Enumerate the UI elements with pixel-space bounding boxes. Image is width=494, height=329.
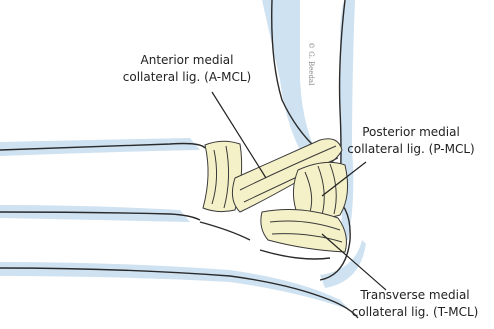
label-posterior-mcl: Posterior medial collateral lig. (P-MCL) — [336, 124, 486, 158]
label-tmcl-line2: collateral lig. (T-MCL) — [340, 304, 490, 321]
label-amcl-line2: collateral lig. (A-MCL) — [112, 69, 262, 86]
label-pmcl-line1: Posterior medial — [336, 124, 486, 141]
label-tmcl-line1: Transverse medial — [340, 287, 490, 304]
copyright-notice: © G. Beedal — [307, 42, 315, 85]
label-pmcl-line2: collateral lig. (P-MCL) — [336, 141, 486, 158]
radial-head-contour — [200, 222, 250, 240]
posterior-mcl-fan — [293, 162, 347, 217]
coronoid-contour — [260, 250, 330, 259]
ligaments — [203, 139, 348, 252]
label-anterior-mcl: Anterior medial collateral lig. (A-MCL) — [112, 52, 262, 86]
label-transverse-mcl: Transverse medial collateral lig. (T-MCL… — [340, 287, 490, 321]
label-amcl-line1: Anterior medial — [112, 52, 262, 69]
